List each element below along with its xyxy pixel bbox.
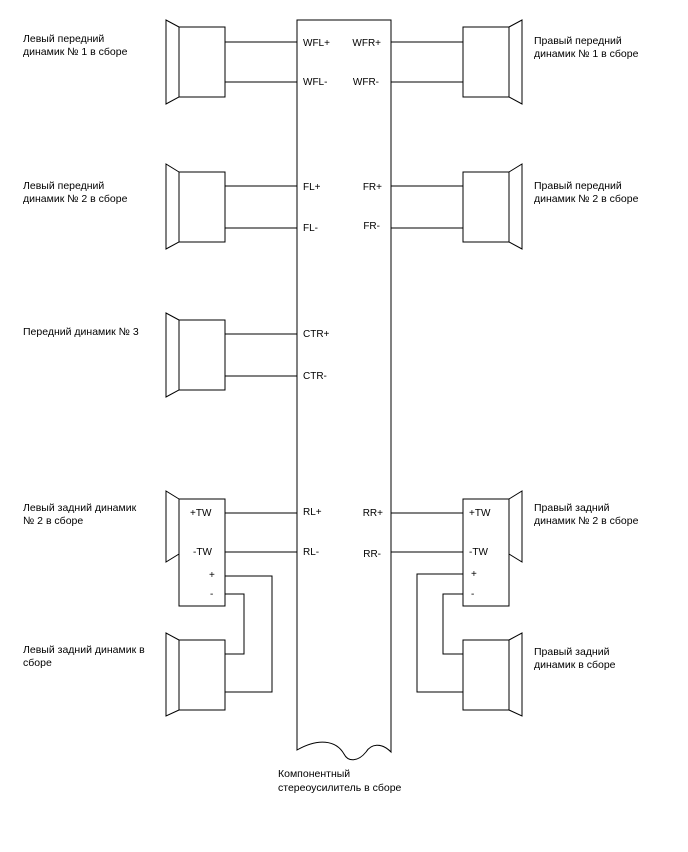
rear-right-speaker-2-label-line2: динамик № 2 в сборе (534, 515, 639, 527)
front-right-speaker-1-label-line2: динамик № 1 в сборе (534, 48, 639, 60)
front-right-speaker-1 (391, 19, 523, 105)
amplifier-label-line2: стереоусилитель в сборе (278, 782, 402, 794)
front-left-speaker-1 (165, 19, 297, 105)
front-right-speaker-2-label-line1: Правый передний (534, 180, 622, 192)
pin-rl-minus: RL- (303, 547, 319, 558)
front-left-speaker-1-label-line1: Левый передний (23, 33, 104, 45)
right-plus-terminal: + (471, 569, 477, 580)
pin-fl-minus: FL- (303, 223, 318, 234)
pin-wfr-minus: WFR- (353, 77, 379, 88)
pin-rr-minus: RR- (363, 549, 381, 560)
pin-wfr-plus: WFR+ (352, 38, 381, 49)
rear-right-speaker-2-label-line1: Правый задний (534, 502, 610, 514)
pin-fr-plus: FR+ (363, 182, 382, 193)
pin-fr-minus: FR- (363, 221, 380, 232)
rear-right-speaker-label-line1: Правый задний (534, 646, 610, 658)
rear-left-speaker-2-label-line1: Левый задний динамик (23, 502, 137, 514)
left-tw-plus-terminal: +TW (190, 508, 212, 519)
rear-right-speaker-2 (391, 490, 523, 607)
rear-left-speaker-2-label-line2: № 2 в сборе (23, 515, 83, 527)
front-left-speaker-2-label-line1: Левый передний (23, 180, 104, 192)
pin-fl-plus: FL+ (303, 182, 321, 193)
rear-left-speaker (165, 575, 273, 717)
right-tw-minus-terminal: -TW (469, 547, 488, 558)
pin-ctr-minus: CTR- (303, 371, 327, 382)
front-center-speaker-3 (165, 312, 297, 398)
amplifier-unit (296, 19, 392, 761)
front-center-speaker-3-label: Передний динамик № 3 (23, 326, 139, 338)
left-tw-minus-terminal: -TW (193, 547, 212, 558)
front-left-speaker-2-label-line2: динамик № 2 в сборе (23, 193, 128, 205)
front-left-speaker-1-label-line2: динамик № 1 в сборе (23, 46, 128, 58)
pin-ctr-plus: CTR+ (303, 329, 330, 340)
right-tw-plus-terminal: +TW (469, 508, 491, 519)
right-minus-terminal: - (471, 589, 474, 600)
pin-rr-plus: RR+ (363, 508, 383, 519)
left-minus-terminal: - (210, 589, 213, 600)
front-right-speaker-2-label-line2: динамик № 2 в сборе (534, 193, 639, 205)
pin-rl-plus: RL+ (303, 507, 322, 518)
rear-left-speaker-label-line2: сборе (23, 657, 52, 669)
pin-wfl-plus: WFL+ (303, 38, 330, 49)
rear-left-speaker-label-line1: Левый задний динамик в (23, 644, 145, 656)
front-right-speaker-1-label-line1: Правый передний (534, 35, 622, 47)
rear-right-speaker (416, 573, 523, 717)
front-right-speaker-2 (391, 163, 523, 250)
rear-left-speaker-2 (165, 490, 297, 607)
pin-wfl-minus: WFL- (303, 77, 327, 88)
left-plus-terminal: + (209, 570, 215, 581)
rear-right-speaker-label-line2: динамик в сборе (534, 659, 616, 671)
front-left-speaker-2 (165, 163, 297, 250)
amplifier-label-line1: Компонентный (278, 768, 350, 780)
